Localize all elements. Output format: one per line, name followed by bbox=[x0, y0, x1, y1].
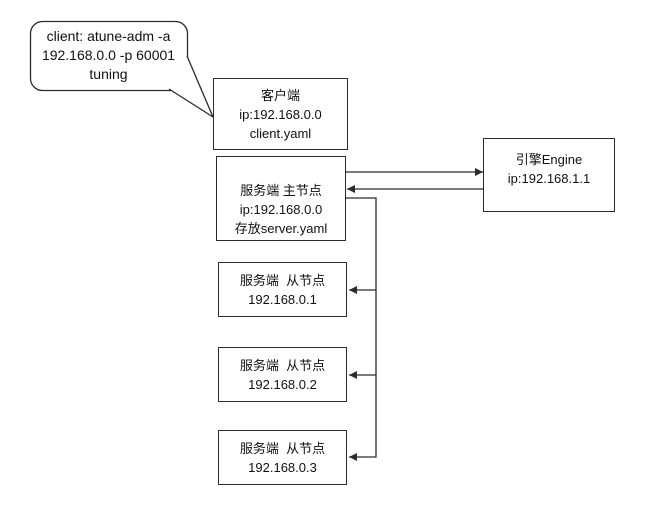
engine-node: 引擎Engine ip:192.168.1.1 bbox=[483, 138, 615, 212]
callout-bubble: client: atune-adm -a 192.168.0.0 -p 6000… bbox=[30, 21, 187, 90]
engine-node-ip: ip:192.168.1.1 bbox=[507, 171, 591, 186]
callout-line: 192.168.0.0 -p 60001 bbox=[41, 47, 176, 63]
server-slave2-node: 服务端 从节点 192.168.0.2 bbox=[218, 347, 347, 402]
server-slave3-node: 服务端 从节点 192.168.0.3 bbox=[218, 430, 347, 485]
callout-line: client: atune-adm -a bbox=[46, 28, 171, 44]
arrow-master-to-slave3 bbox=[345, 197, 377, 461]
server-master-ip: ip:192.168.0.0 bbox=[239, 202, 323, 217]
server-slave1-title: 服务端 从节点 bbox=[239, 272, 326, 288]
engine-node-title: 引擎Engine bbox=[515, 152, 583, 167]
callout-line: tuning bbox=[89, 66, 128, 82]
client-node-file: client.yaml bbox=[249, 125, 312, 141]
server-slave3-title: 服务端 从节点 bbox=[239, 440, 326, 456]
server-master-file: 存放server.yaml bbox=[234, 221, 328, 236]
client-node: 客户端 ip:192.168.0.0 client.yaml bbox=[213, 78, 348, 150]
server-slave1-node: 服务端 从节点 192.168.0.1 bbox=[218, 262, 347, 317]
server-slave1-ip: 192.168.0.1 bbox=[248, 291, 317, 307]
server-slave2-title: 服务端 从节点 bbox=[239, 357, 326, 373]
server-slave3-ip: 192.168.0.3 bbox=[248, 459, 317, 475]
server-master-node: 服务端 主节点 ip:192.168.0.0 存放server.yaml bbox=[216, 156, 346, 241]
server-slave2-ip: 192.168.0.2 bbox=[248, 376, 317, 392]
client-node-title: 客户端 bbox=[260, 87, 300, 103]
server-master-title: 服务端 主节点 bbox=[240, 183, 322, 198]
client-node-ip: ip:192.168.0.0 bbox=[239, 106, 322, 122]
